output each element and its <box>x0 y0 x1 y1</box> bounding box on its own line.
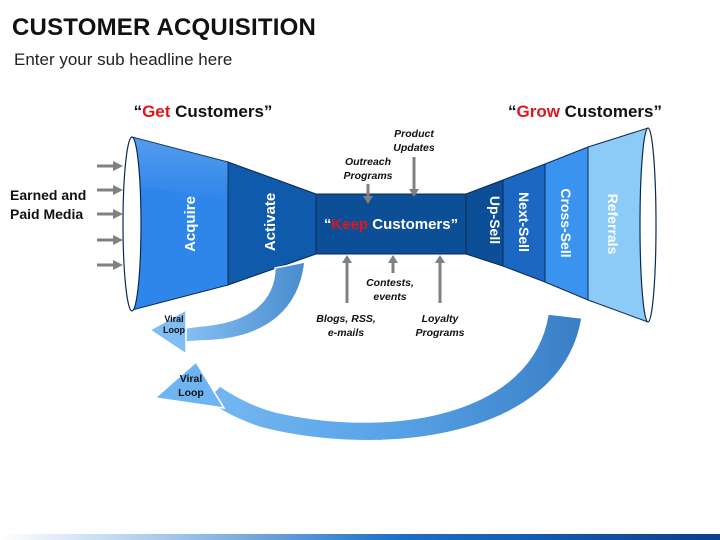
loyalty-arrow <box>435 255 445 303</box>
blogs-label-line2: e-mails <box>328 327 364 339</box>
input-label-line2: Paid Media <box>10 206 83 222</box>
viral-loop-big-line1: Viral <box>180 373 203 385</box>
outreach-arrow <box>363 184 373 204</box>
keep-customers-band <box>315 193 467 255</box>
outreach-label-line1: Outreach <box>345 156 391 168</box>
left-funnel: Acquire Activate <box>122 136 317 312</box>
input-arrow <box>97 209 123 219</box>
loyalty-label-line1: Loyalty <box>422 313 460 325</box>
page-title: CUSTOMER ACQUISITION <box>12 14 317 41</box>
stage-label-upsell: Up-Sell <box>487 196 503 244</box>
input-arrow <box>97 185 123 195</box>
keep-customers-neck: “Keep Customers” <box>315 193 467 255</box>
viral-loop-big-line2: Loop <box>178 387 204 399</box>
contests-label-line2: events <box>373 291 406 303</box>
grow-customers-heading: “Grow Customers” <box>508 102 662 121</box>
product-updates-label-line1: Product <box>394 128 434 140</box>
product-updates-arrow <box>409 157 419 197</box>
viral-loop-small-arrow <box>148 261 306 356</box>
stage-label-activate: Activate <box>262 193 279 251</box>
blogs-label-line1: Blogs, RSS, <box>316 313 376 325</box>
input-arrow <box>97 260 123 270</box>
stage-label-referrals: Referrals <box>605 194 621 255</box>
get-customers-heading: “Get Customers” <box>134 102 273 121</box>
contests-label-line1: Contests, <box>366 277 414 289</box>
left-funnel-mouth <box>122 136 142 312</box>
media-input-arrows <box>97 161 123 270</box>
viral-loop-big-arrow <box>153 313 583 442</box>
page-subtitle: Enter your sub headline here <box>14 50 233 69</box>
right-funnel-mouth <box>639 127 657 323</box>
footer-accent-bar <box>0 534 720 540</box>
loyalty-label-line2: Programs <box>415 327 464 339</box>
keep-customers-heading: “Keep Customers” <box>324 216 458 233</box>
product-updates-label-line2: Updates <box>393 142 435 154</box>
contests-arrow <box>388 255 398 273</box>
input-arrow <box>97 235 123 245</box>
viral-loop-small-line1: Viral <box>164 314 183 324</box>
blogs-arrow <box>342 255 352 303</box>
stage-label-acquire: Acquire <box>182 196 199 252</box>
input-arrow <box>97 161 123 171</box>
stage-label-nextsell: Next-Sell <box>516 192 532 252</box>
viral-loop-small-line2: Loop <box>163 325 185 335</box>
stage-label-crosssell: Cross-Sell <box>558 188 574 257</box>
right-funnel: Up-Sell Next-Sell Cross-Sell Referrals <box>465 127 657 323</box>
input-label-line1: Earned and <box>10 187 86 203</box>
outreach-label-line2: Programs <box>343 170 392 182</box>
